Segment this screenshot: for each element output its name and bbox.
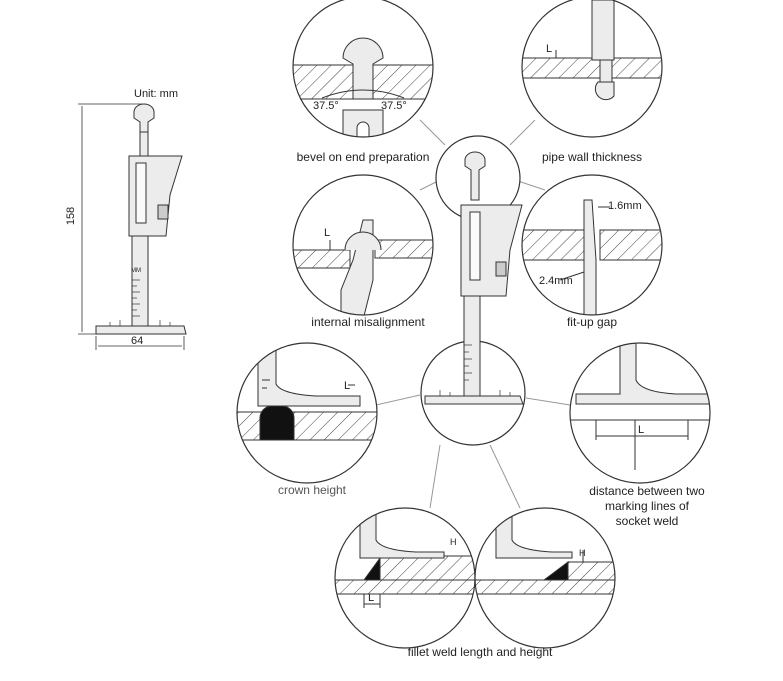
fillet-h-mark-1: H <box>450 537 457 547</box>
center-gauge-ticks <box>439 344 511 396</box>
pipe-wall-mark: L <box>546 43 553 55</box>
gauge-outline <box>95 103 187 335</box>
socket-mark: L <box>638 424 645 436</box>
bevel-angle-left: 37.5° <box>313 100 339 112</box>
fillet-l-mark: L <box>368 592 375 604</box>
height-dimension: 158 <box>65 206 78 226</box>
center-gauge <box>424 151 524 405</box>
detail-crown <box>236 342 378 484</box>
unit-label: Unit: mm <box>134 88 178 100</box>
caption-socket-1: distance between two <box>589 484 705 498</box>
caption-fillet: fillet weld length and height <box>407 645 553 659</box>
dimension-lines <box>78 103 185 350</box>
crown-mark: L <box>344 380 351 392</box>
detail-socket <box>569 342 711 484</box>
bevel-angle-right: 37.5° <box>381 100 407 112</box>
caption-socket-3: socket weld <box>615 514 679 528</box>
caption-fitup: fit-up gap <box>566 315 618 329</box>
caption-socket-2: marking lines of <box>604 499 690 513</box>
scale-mark: MM <box>131 268 141 274</box>
detail-bevel <box>292 0 434 138</box>
detail-pipe-wall <box>521 0 663 138</box>
fitup-top-value: 1.6mm <box>608 200 642 212</box>
width-dimension: 64 <box>131 335 144 347</box>
detail-misalignment <box>292 174 434 316</box>
caption-crown: crown height <box>277 483 347 497</box>
caption-misalignment: internal misalignment <box>311 315 425 329</box>
gauge-ticks <box>109 279 171 326</box>
caption-pipe-wall: pipe wall thickness <box>541 150 643 164</box>
detail-fillet-2 <box>474 507 616 649</box>
caption-bevel: bevel on end preparation <box>296 150 430 164</box>
misalign-mark: L <box>324 227 331 239</box>
detail-fillet-1 <box>334 507 476 649</box>
fillet-h-mark-2: H <box>579 548 586 558</box>
connector-lines <box>375 119 571 509</box>
fitup-bottom-value: 2.4mm <box>539 275 573 287</box>
detail-fitup <box>521 174 663 316</box>
